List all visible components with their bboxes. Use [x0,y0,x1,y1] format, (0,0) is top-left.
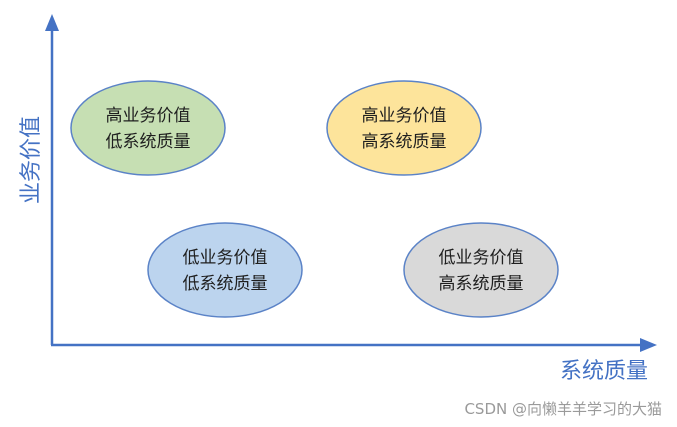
x-axis-arrowhead [640,338,657,352]
quadrant-line2: 高系统质量 [362,132,447,152]
quadrant-line2: 低系统质量 [106,132,191,152]
quadrant-line1: 高业务价值 [362,106,447,126]
quadrant-line1: 高业务价值 [106,106,191,126]
y-axis-arrowhead [45,14,59,31]
quadrant-ellipse [70,80,226,176]
watermark-text: CSDN @向懒羊羊学习的大猫 [464,400,662,418]
quadrant-line2: 高系统质量 [439,274,524,294]
quadrant-line1: 低业务价值 [439,248,524,268]
quadrant-high-value-high-quality: 高业务价值 高系统质量 [326,80,482,176]
quadrant-ellipse [147,222,303,318]
quadrant-low-value-high-quality: 低业务价值 高系统质量 [403,222,559,318]
quadrant-low-value-low-quality: 低业务价值 低系统质量 [147,222,303,318]
quadrant-high-value-low-quality: 高业务价值 低系统质量 [70,80,226,176]
quadrant-ellipse [403,222,559,318]
x-axis-label: 系统质量 [560,359,648,384]
y-axis-label: 业务价值 [19,116,44,204]
quadrant-line1: 低业务价值 [183,248,268,268]
quadrant-line2: 低系统质量 [183,274,268,294]
quadrant-ellipse [326,80,482,176]
